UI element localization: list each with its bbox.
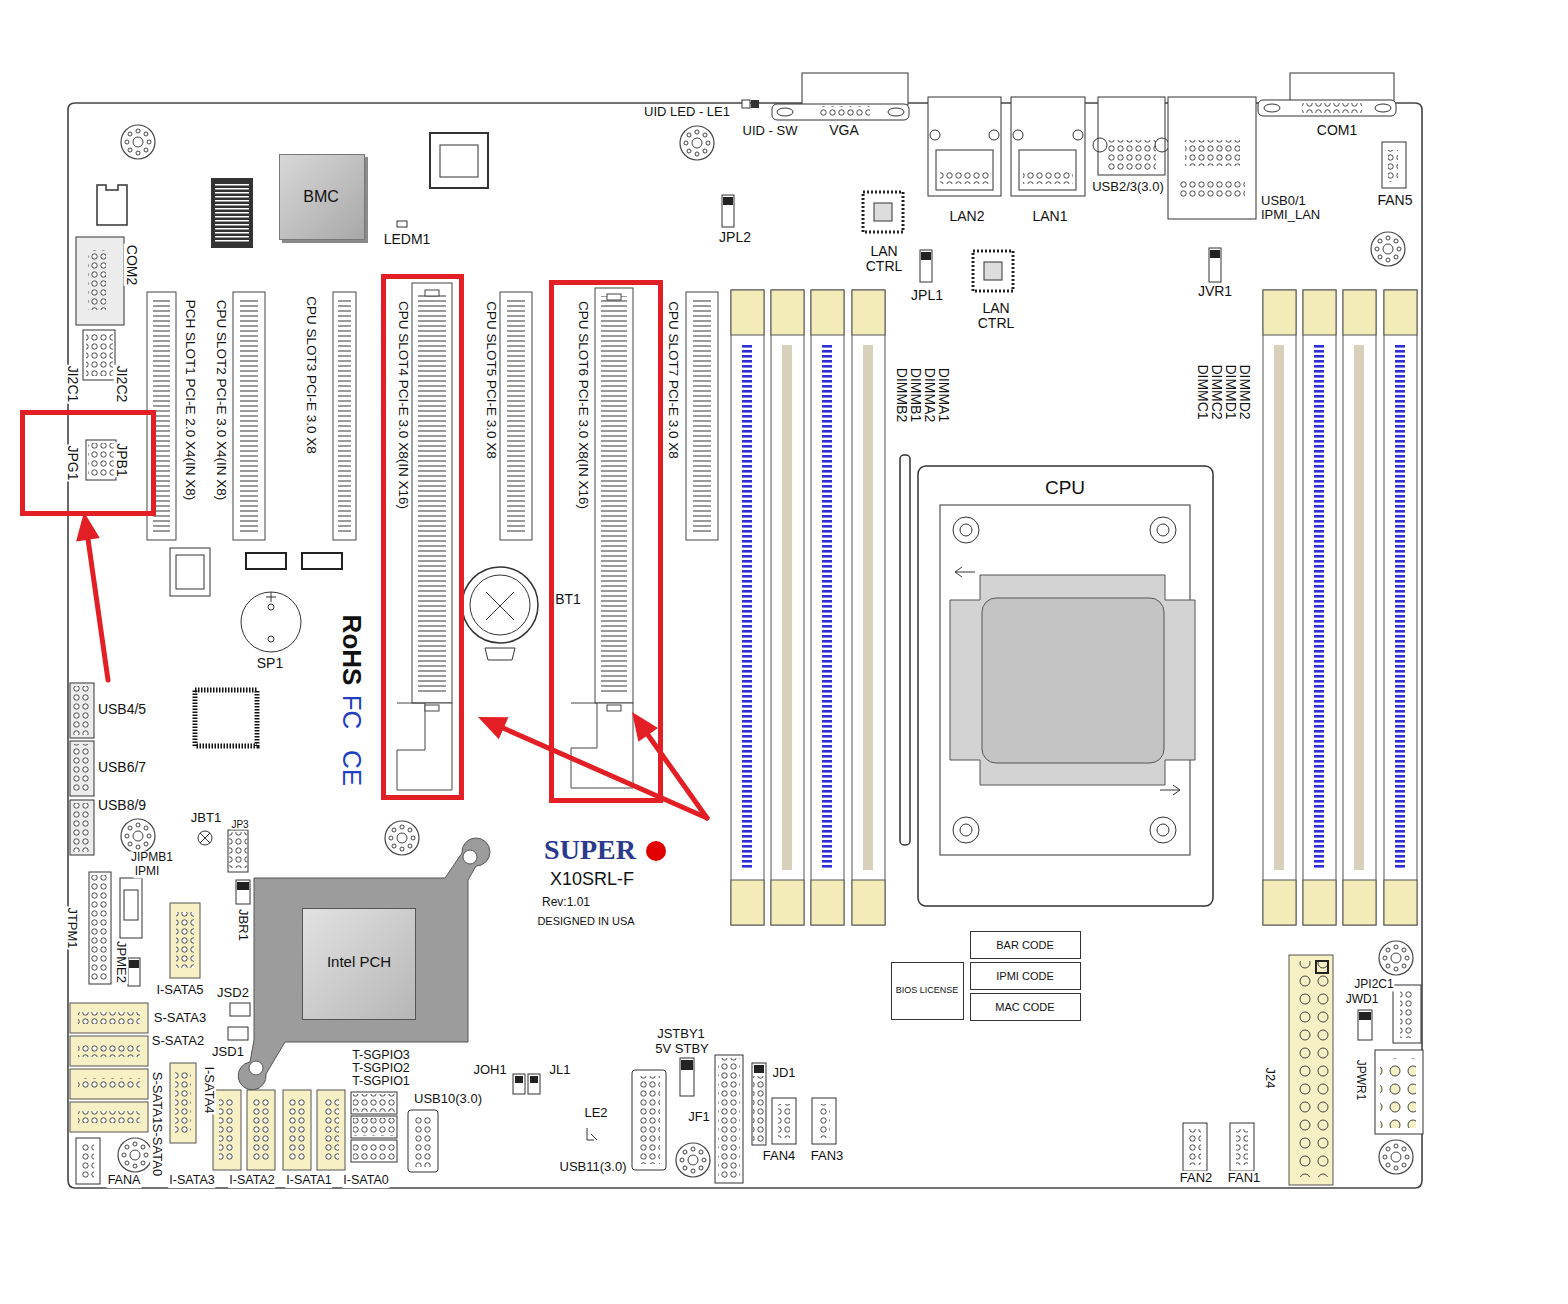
part-label: FC	[338, 694, 367, 731]
part-label: I-SATA1	[285, 1174, 332, 1188]
part-label: FAN1	[1227, 1171, 1262, 1185]
highlight-box: CPU SLOT6 PCI-E 3.0 X8(IN X16)	[549, 280, 663, 803]
part-label: S-SATA2	[151, 1034, 205, 1048]
code-box: MAC CODE	[970, 993, 1081, 1021]
part-label: CPU SLOT7 PCI-E 3.0 X8	[666, 300, 681, 460]
part-label: JPL1	[910, 288, 944, 303]
part-label: CPU	[1044, 478, 1086, 499]
part-label: S-SATA1	[150, 1071, 164, 1125]
part-label: CPU SLOT2 PCI-E 3.0 X4(IN X8)	[214, 299, 229, 501]
part-label: USB6/7	[97, 760, 147, 775]
part-label: S-SATA0	[150, 1123, 164, 1177]
part-label: JSD1	[211, 1045, 245, 1059]
box-label: Intel PCH	[327, 954, 391, 971]
part-label: JPME2	[114, 940, 128, 984]
part-label: LAN CTRL	[863, 244, 905, 275]
part-label: I-SATA3	[168, 1174, 215, 1188]
part-label: JP3	[230, 819, 249, 830]
part-label: JSD2	[216, 986, 250, 1000]
part-label: FAN3	[810, 1149, 845, 1163]
part-label: FAN5	[1376, 193, 1413, 208]
part-label: LE2	[583, 1106, 608, 1120]
part-label: JL1	[549, 1063, 572, 1077]
part-label: I-SATA0	[342, 1174, 389, 1188]
part-label: IPMI	[134, 865, 161, 878]
part-label: FAN4	[762, 1149, 797, 1163]
part-label: T-SGPIO2	[351, 1062, 411, 1076]
part-label: RoHS	[338, 614, 367, 687]
part-label: DIMMA1	[935, 367, 950, 423]
part-label: VGA	[828, 123, 860, 138]
part-label: SUPER	[543, 835, 637, 866]
part-label: PCH SLOT1 PCI-E 2.0 X4(IN X8)	[183, 299, 198, 501]
part-label: I-SATA5	[155, 983, 204, 997]
box-label: IPMI CODE	[996, 970, 1053, 982]
part-label: JI2C1	[64, 365, 79, 404]
part-label: LAN1	[1031, 209, 1068, 224]
part-label: JOH1	[472, 1063, 507, 1077]
part-label: JD1	[771, 1066, 796, 1080]
part-label: CPU SLOT3 PCI-E 3.0 X8	[304, 295, 319, 455]
part-label: USB10(3.0)	[413, 1092, 483, 1106]
box-label: BIOS LICENSE	[896, 986, 959, 996]
part-label: CPU SLOT5 PCI-E 3.0 X8	[484, 300, 499, 460]
box-label: JPG1	[64, 444, 79, 481]
part-label: X10SRL-F	[549, 870, 635, 890]
part-label: UID LED - LE1	[643, 105, 731, 119]
part-label: Rev:1.01	[541, 896, 591, 909]
chip-box: BMC	[279, 154, 365, 240]
part-label: USB2/3(3.0)	[1091, 180, 1165, 194]
part-label: DESIGNED IN USA	[536, 915, 635, 927]
code-box: BIOS LICENSE	[891, 962, 964, 1020]
box-label: MAC CODE	[995, 1001, 1054, 1013]
part-label: CE	[338, 749, 367, 787]
box-label: JPB1	[113, 442, 128, 477]
part-label: JIPMB1	[130, 851, 174, 864]
part-label: JPI2C1	[1353, 978, 1394, 991]
part-label: JI2C2	[113, 365, 128, 404]
part-label: JVR1	[1197, 284, 1233, 299]
box-label: CPU SLOT4 PCI-E 3.0 X8(IN X16)	[396, 300, 411, 510]
part-label: BT1	[554, 592, 582, 607]
part-label: T-SGPIO1	[351, 1075, 411, 1089]
part-label: JPL2	[718, 230, 752, 245]
part-label: I-SATA2	[228, 1174, 275, 1188]
part-label: FANA	[107, 1174, 142, 1188]
part-label: LAN CTRL	[975, 301, 1017, 332]
part-label: JWD1	[1345, 993, 1380, 1006]
part-label: JSTBY1	[656, 1027, 706, 1041]
part-label: USB11(3.0)	[559, 1160, 628, 1174]
code-box: BAR CODE	[970, 931, 1081, 959]
part-label: T-SGPIO3	[351, 1049, 411, 1063]
part-label: 5V STBY	[654, 1042, 709, 1056]
box-label: BMC	[303, 188, 339, 206]
part-label: SP1	[256, 656, 284, 671]
part-label: COM2	[123, 244, 138, 286]
part-label: LEDM1	[383, 232, 432, 247]
chip-box: Intel PCH	[302, 908, 416, 1020]
part-label: J24	[1263, 1067, 1277, 1090]
highlight-box: JPG1 JPB1	[20, 410, 156, 516]
box-label: CPU SLOT6 PCI-E 3.0 X8(IN X16)	[576, 300, 591, 510]
part-label: USB0/1 IPMI_LAN	[1260, 194, 1336, 223]
part-label: DIMMD2	[1236, 363, 1251, 420]
part-label: JPWR1	[1353, 1059, 1366, 1102]
part-label: FAN2	[1179, 1171, 1214, 1185]
part-label: UID - SW	[742, 124, 799, 138]
part-label: JF1	[687, 1110, 711, 1124]
part-label: I-SATA4	[202, 1065, 216, 1114]
part-label: LAN2	[948, 209, 985, 224]
part-label: COM1	[1316, 123, 1358, 138]
highlight-box: CPU SLOT4 PCI-E 3.0 X8(IN X16)	[381, 274, 464, 800]
code-box: IPMI CODE	[970, 962, 1081, 990]
part-label: USB4/5	[97, 702, 147, 717]
part-label: JBR1	[236, 908, 250, 942]
part-label: JTPM1	[65, 906, 79, 949]
part-label: JBT1	[190, 811, 222, 825]
box-label: BAR CODE	[996, 939, 1053, 951]
part-label: S-SATA3	[153, 1011, 207, 1025]
part-label: USB8/9	[97, 798, 147, 813]
